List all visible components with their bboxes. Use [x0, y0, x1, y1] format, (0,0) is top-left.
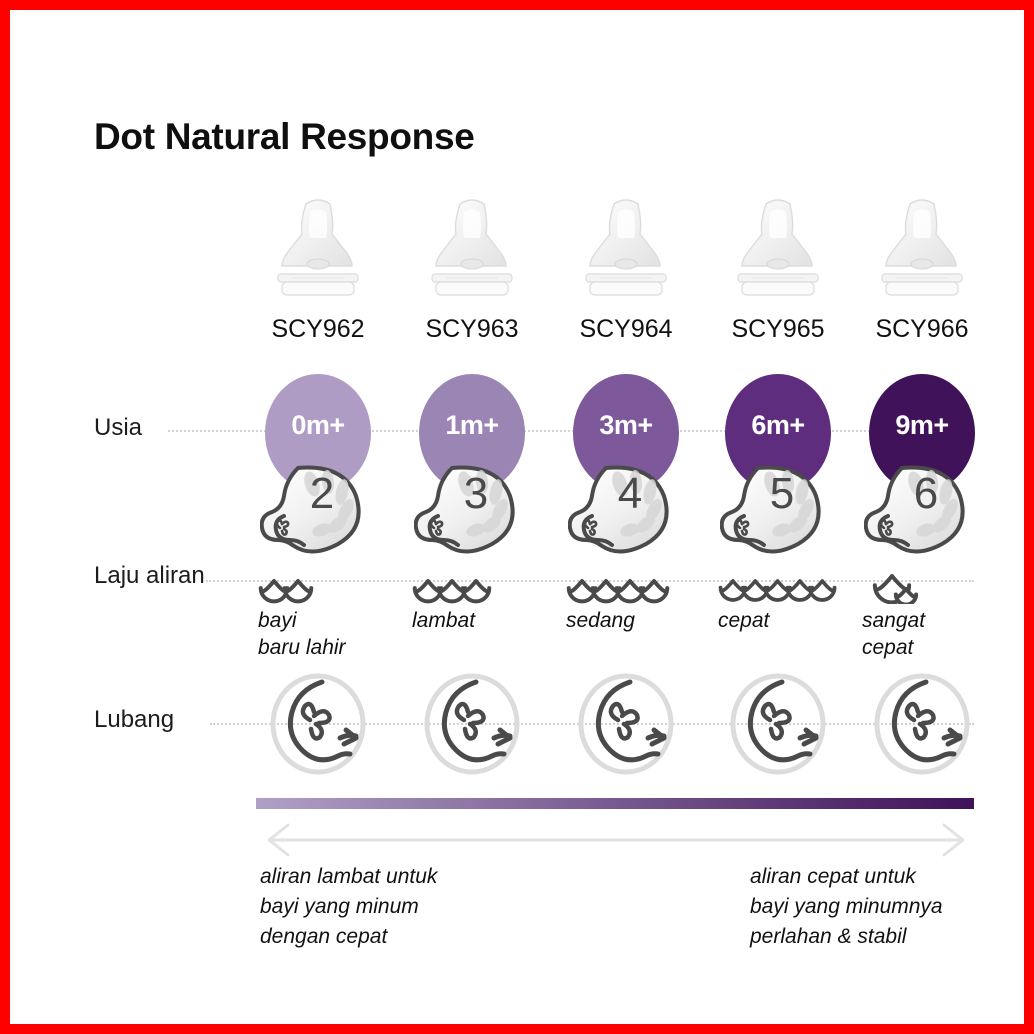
- flow-rate-label: cepat: [718, 609, 770, 632]
- product-column[interactable]: SCY963 1m+ 3 lambat: [398, 10, 546, 1024]
- flow-rate-label: bayi baru lahir: [258, 609, 346, 659]
- age-label: 9m+: [895, 410, 949, 440]
- age-label: 3m+: [599, 410, 653, 440]
- product-column[interactable]: SCY962 0m+ 2 bayi baru lahir: [244, 10, 392, 1024]
- svg-text:5: 5: [770, 469, 794, 518]
- age-badge: 6m+: [725, 374, 831, 492]
- age-badge: 3m+: [573, 374, 679, 492]
- product-code: SCY964: [579, 315, 673, 343]
- page-title: Dot Natural Response: [94, 116, 475, 157]
- caption-slow-flow: aliran lambat untuk bayi yang minum deng…: [260, 865, 438, 948]
- nipple-product-icon: [718, 194, 838, 300]
- nipple-base-icon: 3: [413, 462, 530, 554]
- nipple-product-icon: [566, 194, 686, 300]
- nipple-base-icon: 2: [259, 462, 376, 554]
- caption-fast-flow: aliran cepat untuk bayi yang minumnya pe…: [750, 865, 943, 948]
- age-label: 1m+: [445, 410, 499, 440]
- nipple-base-icon: 5: [719, 462, 836, 554]
- svg-text:3: 3: [464, 469, 488, 518]
- nipple-product-icon: [862, 194, 982, 300]
- row-label-flow-rate: Laju aliran: [94, 562, 205, 589]
- svg-text:6: 6: [914, 469, 938, 518]
- nipple-hole-icon: [870, 672, 974, 776]
- flow-drops-icon: [704, 558, 852, 604]
- connector-line-hole: [210, 723, 974, 725]
- svg-text:2: 2: [310, 469, 334, 518]
- nipple-base-icon: 6: [863, 462, 980, 554]
- age-label: 0m+: [291, 410, 345, 440]
- nipple-hole-icon: [266, 672, 370, 776]
- nipple-base-icon: 4: [567, 462, 684, 554]
- flow-drops-icon: [398, 558, 546, 604]
- product-code: SCY963: [425, 315, 519, 343]
- range-arrow-icon: [267, 823, 965, 857]
- nipple-product-icon: [258, 194, 378, 300]
- nipple-hole-icon: [420, 672, 524, 776]
- nipple-hole-icon: [726, 672, 830, 776]
- product-code: SCY966: [875, 315, 969, 343]
- age-badge: 0m+: [265, 374, 371, 492]
- row-label-age: Usia: [94, 414, 143, 441]
- product-code: SCY962: [271, 315, 365, 343]
- nipple-hole-icon: [574, 672, 678, 776]
- infographic-canvas: Dot Natural Response Usia Laju aliran Lu…: [10, 10, 1024, 1024]
- flow-drops-icon: [848, 558, 996, 604]
- nipple-product-icon: [412, 194, 532, 300]
- product-column[interactable]: SCY965 6m+ 5 cepat: [704, 10, 852, 1024]
- row-label-hole: Lubang: [94, 706, 175, 733]
- flow-rate-label: sedang: [566, 609, 635, 632]
- product-column[interactable]: SCY964 3m+ 4 sedang: [552, 10, 700, 1024]
- svg-text:4: 4: [618, 469, 642, 518]
- product-code: SCY965: [731, 315, 825, 343]
- product-column[interactable]: SCY966 9m+ 6 sangat cepat: [848, 10, 996, 1024]
- connector-line-age: [168, 430, 974, 432]
- connector-line-flow: [206, 580, 974, 582]
- flow-drops-icon: [552, 558, 700, 604]
- flow-drops-icon: [244, 558, 392, 604]
- flow-rate-label: lambat: [412, 609, 476, 632]
- age-label: 6m+: [751, 410, 805, 440]
- flow-rate-label: sangat cepat: [862, 609, 926, 659]
- flow-gradient-bar: [256, 798, 974, 809]
